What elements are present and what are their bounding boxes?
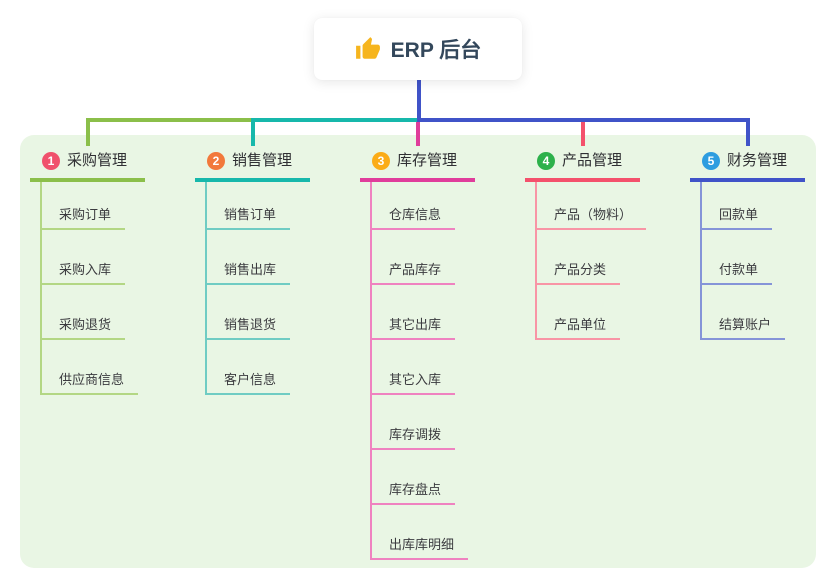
child-node-label: 采购退货 (42, 317, 126, 340)
child-node-label: 产品（物料） (537, 207, 647, 230)
child-node-label: 产品单位 (537, 317, 621, 340)
branch-title[interactable]: 3 库存管理 (360, 145, 475, 182)
child-node[interactable]: 仓库信息 (372, 182, 468, 230)
branch-title[interactable]: 1 采购管理 (30, 145, 145, 182)
child-node[interactable]: 供应商信息 (42, 340, 139, 395)
branch-title-label: 财务管理 (727, 152, 788, 169)
child-node[interactable]: 库存盘点 (372, 450, 468, 505)
child-node[interactable]: 产品（物料） (537, 182, 647, 230)
child-node[interactable]: 库存调拨 (372, 395, 468, 450)
connector-trunk-right (419, 118, 750, 122)
child-node[interactable]: 销售出库 (207, 230, 291, 285)
branch-children: 产品（物料） 产品分类产品单位 (535, 182, 647, 340)
branch-number-badge: 4 (537, 152, 555, 170)
connector-trunk-left (86, 118, 251, 122)
branch-number-badge: 1 (42, 152, 60, 170)
branch-connector-line (581, 118, 585, 146)
branch-number-badge: 3 (372, 152, 390, 170)
child-node-label: 销售订单 (207, 207, 291, 230)
branches-background-panel (20, 135, 816, 568)
branch-title[interactable]: 2 销售管理 (195, 145, 310, 182)
branch-title[interactable]: 4 产品管理 (525, 145, 640, 182)
child-node-label: 付款单 (702, 262, 773, 285)
child-node-label: 其它入库 (372, 372, 456, 395)
child-node[interactable]: 采购退货 (42, 285, 138, 340)
branch-children: 仓库信息产品库存其它出库其它入库库存调拨库存盘点出库库明细 (370, 182, 469, 560)
child-node[interactable]: 回款单 (702, 182, 785, 230)
child-node[interactable]: 销售退货 (207, 285, 291, 340)
branch-title[interactable]: 5 财务管理 (690, 145, 805, 182)
child-node[interactable]: 产品分类 (537, 230, 646, 285)
root-connector-line (417, 80, 421, 122)
branch-title-label: 采购管理 (67, 152, 128, 169)
child-node-label: 客户信息 (207, 372, 291, 395)
child-node-label: 采购订单 (42, 207, 126, 230)
branch-title-label: 库存管理 (397, 152, 458, 169)
child-node-label: 回款单 (702, 207, 773, 230)
child-node-label: 库存盘点 (372, 482, 456, 505)
branch: 3 库存管理 仓库信息产品库存其它出库其它入库库存调拨库存盘点出库库明细 (360, 118, 475, 560)
child-node-label: 库存调拨 (372, 427, 456, 450)
child-node[interactable]: 其它入库 (372, 340, 468, 395)
branch-title-label: 产品管理 (562, 152, 623, 169)
child-node[interactable]: 采购入库 (42, 230, 138, 285)
root-node-label: ERP 后台 (390, 39, 482, 62)
child-node-label: 采购入库 (42, 262, 126, 285)
branch-children: 销售订单销售出库销售退货客户信息 (205, 182, 291, 395)
branch-connector-line (746, 118, 750, 146)
branch-number-badge: 5 (702, 152, 720, 170)
child-node-label: 仓库信息 (372, 207, 456, 230)
branch: 1 采购管理 采购订单采购入库采购退货供应商信息 (30, 118, 145, 395)
thumbs-up-icon (355, 37, 380, 59)
child-node[interactable]: 客户信息 (207, 340, 291, 395)
child-node[interactable]: 结算账户 (702, 285, 786, 340)
branch-connector-line (251, 118, 255, 146)
branch-connector-line (416, 118, 420, 146)
child-node-label: 销售退货 (207, 317, 291, 340)
child-node-label: 出库库明细 (372, 537, 469, 560)
branch-children: 回款单付款单结算账户 (700, 182, 786, 340)
branch-number-badge: 2 (207, 152, 225, 170)
child-node[interactable]: 采购订单 (42, 182, 138, 230)
branch-children: 采购订单采购入库采购退货供应商信息 (40, 182, 139, 395)
child-node-label: 其它出库 (372, 317, 456, 340)
branch-title-label: 销售管理 (232, 152, 293, 169)
child-node[interactable]: 付款单 (702, 230, 785, 285)
child-node[interactable]: 其它出库 (372, 285, 468, 340)
root-node[interactable]: ERP 后台 (314, 18, 522, 80)
branch: 2 销售管理 销售订单销售出库销售退货客户信息 (195, 118, 310, 395)
connector-trunk-mid (251, 118, 419, 122)
child-node-label: 结算账户 (702, 317, 786, 340)
branch-connector-line (86, 118, 90, 146)
child-node-label: 销售出库 (207, 262, 291, 285)
branch: 5 财务管理 回款单付款单结算账户 (690, 118, 805, 340)
child-node-label: 产品分类 (537, 262, 621, 285)
child-node[interactable]: 出库库明细 (372, 505, 469, 560)
child-node[interactable]: 销售订单 (207, 182, 291, 230)
branch: 4 产品管理 产品（物料） 产品分类产品单位 (525, 118, 647, 340)
child-node-label: 供应商信息 (42, 372, 139, 395)
child-node-label: 产品库存 (372, 262, 456, 285)
child-node[interactable]: 产品单位 (537, 285, 646, 340)
child-node[interactable]: 产品库存 (372, 230, 468, 285)
